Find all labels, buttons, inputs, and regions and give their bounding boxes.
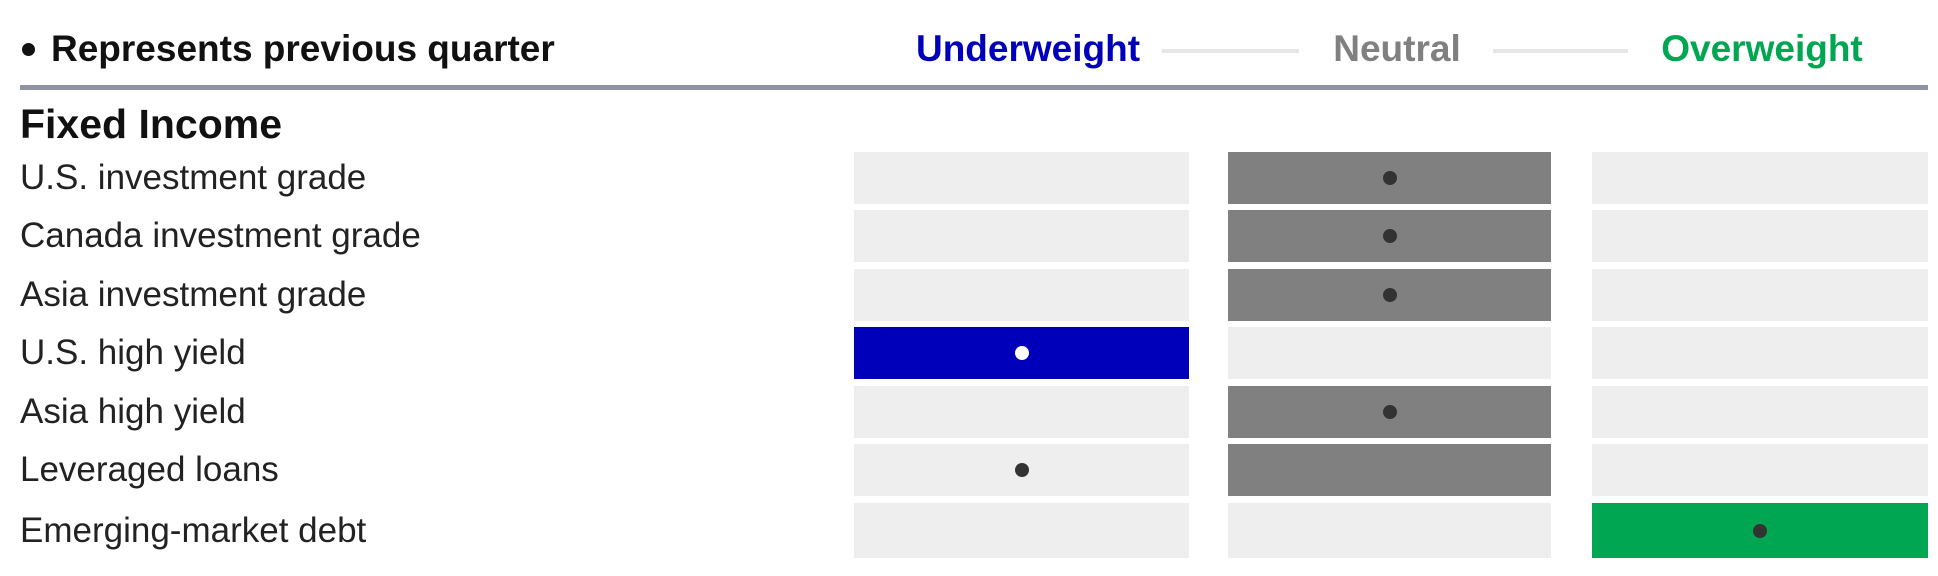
cell-underweight	[854, 210, 1189, 262]
header-rule	[20, 85, 1928, 90]
scale-connector-line	[1162, 49, 1299, 53]
previous-quarter-marker-icon	[1014, 463, 1029, 477]
previous-quarter-marker-icon	[1382, 288, 1397, 302]
row-label: Emerging-market debt	[20, 511, 367, 550]
scale-connector-line	[1493, 49, 1628, 53]
previous-quarter-marker-icon	[1382, 171, 1397, 185]
cell-underweight	[854, 503, 1189, 558]
previous-quarter-marker-icon	[1014, 346, 1029, 360]
cell-underweight	[854, 152, 1189, 204]
row-label: U.S. investment grade	[20, 158, 367, 197]
cell-overweight	[1592, 386, 1928, 438]
bullet-dot-icon	[22, 42, 35, 56]
row-label: Leveraged loans	[20, 450, 279, 489]
cell-overweight	[1592, 269, 1928, 321]
cell-underweight	[854, 269, 1189, 321]
cell-overweight	[1592, 210, 1928, 262]
row-label: Canada investment grade	[20, 216, 421, 255]
scale-label-neutral: Neutral	[1333, 28, 1461, 69]
cell-overweight	[1592, 152, 1928, 204]
previous-quarter-marker-icon	[1753, 523, 1767, 538]
legend-note: Represents previous quarter	[22, 22, 555, 76]
cell-neutral-current	[1228, 444, 1551, 496]
legend-note-text: Represents previous quarter	[51, 28, 555, 69]
row-label: Asia high yield	[20, 392, 246, 431]
cell-overweight	[1592, 444, 1928, 496]
row-label: Asia investment grade	[20, 275, 367, 314]
section-title: Fixed Income	[20, 101, 283, 147]
cell-neutral	[1228, 503, 1551, 558]
scale-label-underweight: Underweight	[915, 28, 1141, 69]
cell-neutral	[1228, 327, 1551, 379]
scale-label-overweight: Overweight	[1661, 28, 1863, 69]
cell-underweight	[854, 386, 1189, 438]
previous-quarter-marker-icon	[1382, 229, 1397, 243]
cell-overweight	[1592, 327, 1928, 379]
row-label: U.S. high yield	[20, 333, 246, 372]
previous-quarter-marker-icon	[1382, 405, 1397, 419]
